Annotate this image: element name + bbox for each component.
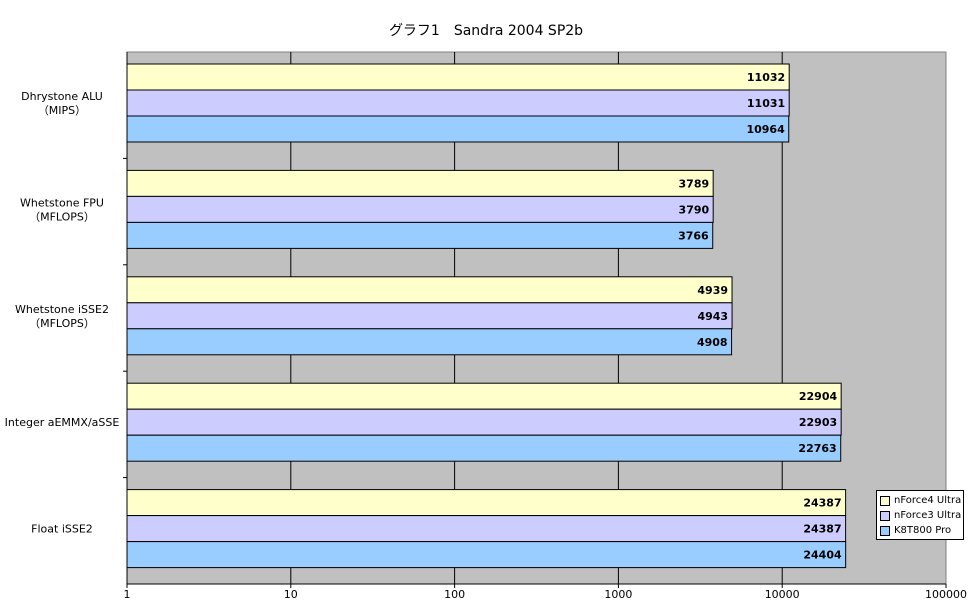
data-label: 22763: [798, 442, 836, 455]
category-label: （MIPS）: [38, 104, 86, 117]
category-label: Dhrystone ALU: [21, 90, 103, 103]
x-tick-label: 10: [284, 588, 298, 601]
data-label: 4908: [697, 336, 728, 349]
data-label: 3789: [679, 177, 710, 190]
data-label: 3790: [679, 203, 710, 216]
legend-label: nForce4 Ultra: [894, 495, 962, 506]
legend-item: nForce3 Ultra: [880, 508, 962, 523]
data-label: 3766: [678, 229, 709, 242]
data-label: 4943: [697, 310, 728, 323]
x-tick-label: 1: [124, 588, 131, 601]
bar: [126, 489, 847, 517]
bar: [126, 195, 714, 223]
legend-label: nForce3 Ultra: [894, 510, 962, 521]
x-tick-label: 100: [444, 588, 465, 601]
category-label: Whetstone iSSE2: [15, 303, 109, 316]
data-label: 22903: [799, 416, 837, 429]
legend-label: K8T800 Pro: [894, 525, 952, 536]
chart-title: グラフ1 Sandra 2004 SP2b: [388, 23, 584, 39]
category-label: （MFLOPS）: [29, 210, 95, 223]
data-label: 4939: [697, 284, 728, 297]
legend-item: K8T800 Pro: [880, 523, 960, 538]
bar: [126, 541, 847, 569]
legend-swatch: [880, 525, 890, 536]
category-label: Integer aEMMX/aSSE: [5, 416, 120, 429]
bar: [126, 221, 714, 249]
x-tick-label: 10000: [765, 588, 800, 601]
data-label: 24387: [803, 523, 841, 536]
x-tick-label: 1000: [604, 588, 632, 601]
bar: [126, 382, 842, 410]
data-label: 11031: [747, 97, 785, 110]
data-label: 22904: [799, 390, 838, 403]
bar: [126, 408, 842, 436]
category-label: （MFLOPS）: [29, 317, 95, 330]
bar: [126, 63, 790, 91]
data-label: 10964: [746, 123, 785, 136]
data-label: 11032: [747, 71, 785, 84]
bar: [126, 515, 847, 543]
x-tick-label: 100000: [925, 588, 967, 601]
bar: [126, 302, 733, 330]
legend-swatch: [880, 495, 890, 506]
bar: [126, 169, 714, 197]
bar: [126, 434, 842, 462]
legend-swatch: [880, 510, 890, 521]
bar: [126, 328, 733, 356]
data-label: 24404: [803, 549, 842, 562]
bar: [126, 276, 733, 304]
data-label: 24387: [803, 497, 841, 510]
category-label: Whetstone FPU: [20, 196, 104, 209]
bar: [126, 89, 790, 117]
category-label: Float iSSE2: [31, 523, 93, 536]
legend-item: nForce4 Ultra: [880, 493, 962, 508]
bar: [126, 115, 790, 143]
